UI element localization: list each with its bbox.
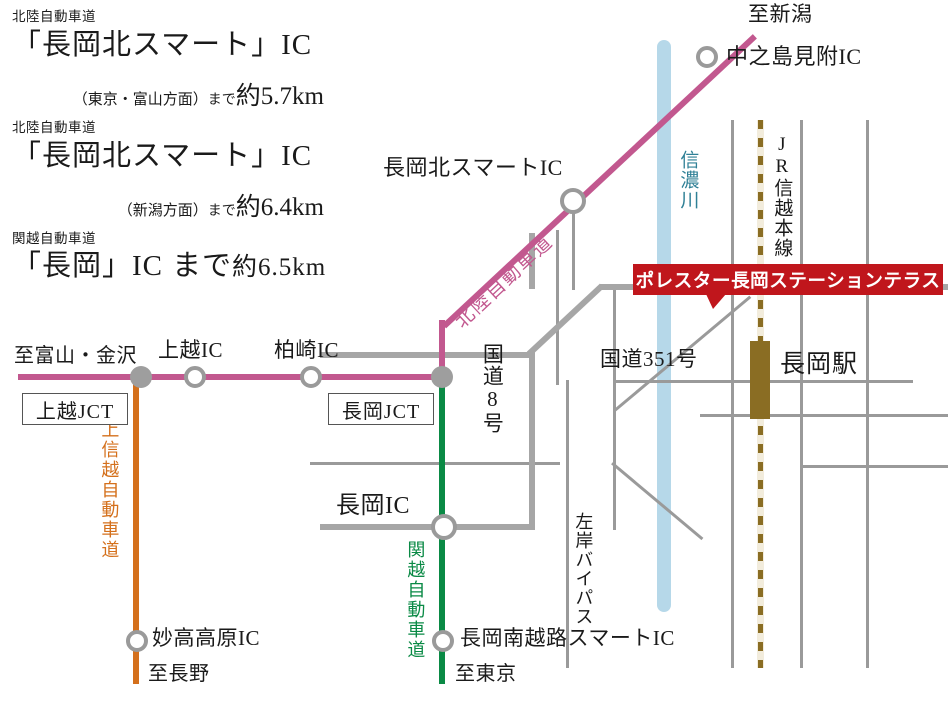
road-grid-h3 xyxy=(800,465,948,468)
access-ic-2: 「長岡北スマート」IC xyxy=(12,140,313,172)
route-351-west xyxy=(320,352,535,358)
nagaoka-ic-road-east xyxy=(461,524,535,530)
myoko-kogen-ic-marker[interactable] xyxy=(126,630,148,652)
access-direction-2: （新潟方面） xyxy=(117,203,208,219)
nagaoka-kita-smart-ic-label: 長岡北スマートIC xyxy=(383,155,563,180)
sagan-bypass-label: 左岸バイパス xyxy=(573,512,594,626)
access-approx-1: 約 xyxy=(235,83,261,110)
access-road-2: 北陸自動車道 xyxy=(12,120,96,135)
shinano-river-label: 信濃川 xyxy=(677,150,699,210)
route-351-label: 国道351号 xyxy=(600,347,698,371)
access-approx-2: 約 xyxy=(235,194,261,221)
access-made-1: まで xyxy=(207,93,236,108)
destination-toyama-kanazawa-label: 至富山・金沢 xyxy=(14,345,137,367)
access-km-2: 6.4km xyxy=(260,194,324,221)
myoko-kogen-ic-label: 妙高高原IC xyxy=(152,626,260,650)
road-grid-v3 xyxy=(800,290,803,668)
nagaoka-jct-marker[interactable] xyxy=(431,366,453,388)
joshinetsu-expressway xyxy=(133,377,139,684)
access-made-2: まで xyxy=(207,204,236,219)
hokuriku-expressway-label: 北陸自動車道 xyxy=(451,231,558,333)
kanetsu-expressway-label: 関越自動車道 xyxy=(405,540,426,660)
road-grid-v7 xyxy=(556,230,559,385)
nakanoshima-mitsuke-ic-label: 中之島見附IC xyxy=(726,44,862,69)
access-ic-3: 「長岡」IC まで約6.5km xyxy=(12,250,332,283)
destination-tokyo-label: 至東京 xyxy=(455,663,517,685)
nagaoka-jct-label: 長岡JCT xyxy=(328,393,434,425)
property-banner-pointer xyxy=(706,294,726,309)
access-ic-3-label: 「長岡」IC xyxy=(12,250,164,282)
nagaoka-ic-label: 長岡IC xyxy=(336,493,410,519)
road-grid-v4 xyxy=(866,120,869,668)
nagaoka-station-marker xyxy=(750,341,770,419)
nagaoka-station-label: 長岡駅 xyxy=(780,351,859,378)
road-grid-v2 xyxy=(800,120,803,290)
route-8-lower-link xyxy=(529,462,535,530)
nagaoka-minami-koshiji-smart-ic-label: 長岡南越路スマートIC xyxy=(460,626,675,650)
road-grid-v6 xyxy=(566,380,569,668)
joetsu-jct-marker[interactable] xyxy=(130,366,152,388)
joetsu-ic-label: 上越IC xyxy=(158,338,223,362)
access-road-3: 関越自動車道 xyxy=(12,231,96,246)
route-351-bend xyxy=(526,283,604,357)
route-8-vertical xyxy=(529,355,535,465)
access-ic-1: 「長岡北スマート」IC xyxy=(12,29,313,61)
joetsu-ic-marker[interactable] xyxy=(184,366,206,388)
kashiwazaki-ic-label: 柏崎IC xyxy=(274,338,339,362)
road-grid-h4 xyxy=(310,462,560,465)
route-8-upper xyxy=(529,233,535,289)
destination-niigata-label: 至新潟 xyxy=(748,2,813,26)
joshinetsu-expressway-label: 上信越自動車道 xyxy=(99,420,120,560)
jr-line-label: JR信越本線 xyxy=(771,134,793,258)
route-8-label: 国道8号 xyxy=(480,343,505,434)
road-grid-v1 xyxy=(731,120,734,668)
property-banner[interactable]: ポレスター長岡ステーションテラス xyxy=(633,264,943,295)
nagaoka-ic-marker[interactable] xyxy=(431,514,457,540)
hokuriku-expressway-riser xyxy=(439,320,445,378)
joetsu-jct-label: 上越JCT xyxy=(22,393,128,425)
access-road-1: 北陸自動車道 xyxy=(12,9,96,24)
road-grid-h2 xyxy=(700,414,948,417)
destination-nagano-label: 至長野 xyxy=(148,663,210,685)
access-approx-3: 約 xyxy=(232,254,259,281)
access-km-1: 5.7km xyxy=(260,83,324,110)
nagaoka-ic-road-west xyxy=(320,524,530,530)
nakanoshima-mitsuke-ic-marker[interactable] xyxy=(696,46,718,68)
access-distance-1: （東京・富山方面）まで約5.7km xyxy=(34,76,324,112)
access-direction-1: （東京・富山方面） xyxy=(72,92,208,108)
access-made-3: まで xyxy=(172,250,233,282)
access-distance-2: （新潟方面）まで約6.4km xyxy=(34,187,324,223)
access-km-3: 6.5km xyxy=(258,254,327,281)
nagaoka-kita-smart-ic-marker[interactable] xyxy=(560,188,586,214)
shinano-river xyxy=(657,40,671,612)
smart-ic-stub xyxy=(572,210,575,290)
kashiwazaki-ic-marker[interactable] xyxy=(300,366,322,388)
hokuriku-expressway-west xyxy=(18,374,442,380)
nagaoka-minami-koshiji-smart-ic-marker[interactable] xyxy=(432,630,454,652)
